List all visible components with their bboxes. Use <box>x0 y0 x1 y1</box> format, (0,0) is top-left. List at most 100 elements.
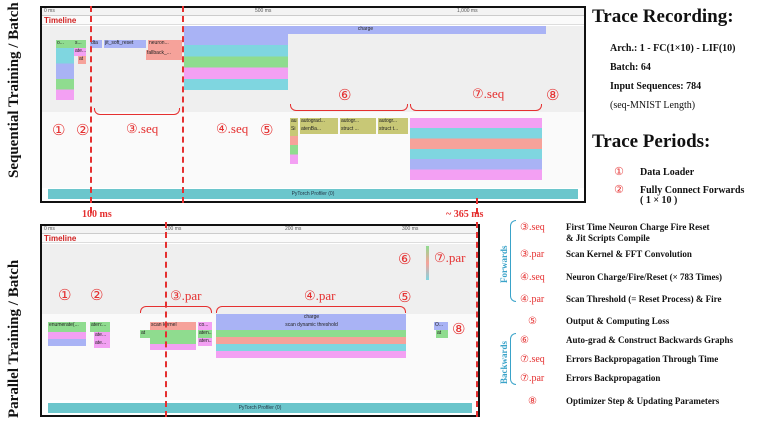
legend-3seq-t: First Time Neuron Charge Fire Reset <box>566 222 710 232</box>
legend-3par-n: ③.par <box>520 249 545 260</box>
dash-top-right <box>182 6 184 203</box>
block-charge[interactable]: charge <box>184 26 546 34</box>
label-100ms: 100 ms <box>82 209 112 220</box>
legend-7par-n: ⑦.par <box>520 373 545 384</box>
block-enumerate-stack[interactable] <box>48 332 86 346</box>
period-1-text: Data Loader <box>640 167 695 178</box>
block-at-par[interactable]: at <box>140 330 196 338</box>
sequential-trace-panel: 0 ms 500 ms 1,000 ms Timeline o... s... … <box>40 6 586 203</box>
label-365ms: ~ 365 ms <box>446 209 484 220</box>
legend-4seq-t: Neuron Charge/Fire/Reset (× 783 Times) <box>566 272 722 282</box>
marker-8: ⑧ <box>546 86 560 104</box>
brace-3par <box>140 306 212 313</box>
timeline-title-bottom: Timeline <box>44 234 77 243</box>
block-backward-small[interactable] <box>290 136 298 164</box>
block-enumerate[interactable]: enumerate(... <box>48 322 86 332</box>
arch-text: Arch.: 1 - FC(1×10) - LIF(10) <box>610 43 736 54</box>
timeline-bar-bottom <box>42 234 478 243</box>
block-stack-1[interactable] <box>56 48 74 100</box>
marker-3seq: ③.seq <box>126 121 159 136</box>
brace-3seq <box>94 108 180 115</box>
timeline-bar <box>42 16 584 25</box>
legend-5-n: ⑤ <box>528 316 537 327</box>
block-ate[interactable]: ate... <box>74 48 86 56</box>
time-ruler: 0 ms 500 ms 1,000 ms <box>42 8 584 16</box>
block-at[interactable]: at <box>78 56 86 64</box>
block-co[interactable]: co... <box>198 322 212 330</box>
dash-365ms-bottom <box>476 222 478 417</box>
block-neuron[interactable]: neuron... <box>148 40 182 50</box>
block-aten-3[interactable]: aten... <box>198 338 212 346</box>
marker-2: ② <box>76 121 90 139</box>
block-si[interactable]: Si <box>290 126 298 136</box>
block-aten[interactable]: aten:... <box>90 322 110 332</box>
block-autograd-2[interactable]: autogr... <box>340 118 376 126</box>
block-fallback[interactable]: fallback_... <box>146 50 182 60</box>
block-ate-2[interactable]: ate... <box>94 340 110 348</box>
brace-4par <box>216 306 406 313</box>
block-ate-1[interactable]: ate... <box>94 332 110 340</box>
legend-3seq-n: ③.seq <box>520 222 545 233</box>
marker-7seq: ⑦.seq <box>472 86 505 101</box>
legend-4par-n: ④.par <box>520 294 545 305</box>
block-scan-stack[interactable] <box>150 338 196 350</box>
marker-5: ⑤ <box>260 121 274 139</box>
trace-recording-title: Trace Recording: <box>592 6 734 27</box>
block-s[interactable]: s... <box>74 40 86 48</box>
block-charge-bottom[interactable]: charge <box>216 314 406 322</box>
legend-3par-t: Scan Kernel & FFT Convolution <box>566 249 692 259</box>
input-text: Input Sequences: 784 <box>610 81 702 92</box>
block-o-bottom[interactable]: O... <box>434 322 448 330</box>
block-atenba[interactable]: atenBa... <box>300 126 338 134</box>
bottom-marker-5: ⑤ <box>398 288 412 306</box>
parallel-label: Parallel Training / Batch <box>6 259 22 418</box>
legend-7par-t: Errors Backpropagation <box>566 373 661 383</box>
bottom-marker-4par: ④.par <box>304 288 336 303</box>
forwards-label: Forwards <box>499 245 509 284</box>
bottom-marker-1: ① <box>58 286 72 304</box>
block-o[interactable]: o... <box>56 40 74 48</box>
bottom-marker-7par: ⑦.par <box>434 250 466 265</box>
block-at-bottom[interactable]: at <box>436 330 448 338</box>
block-scan-threshold[interactable]: scan dynamic threshold <box>216 322 406 330</box>
legend-8-n: ⑧ <box>528 396 537 407</box>
block-struct-2[interactable]: struct t... <box>378 126 408 134</box>
block-aten-2[interactable]: aten... <box>198 330 212 338</box>
block-jit[interactable]: jit_soft_reset <box>104 40 146 48</box>
batch-text: Batch: 64 <box>610 62 651 73</box>
backwards-brace <box>510 333 516 385</box>
seq-text: (seq-MNIST Length) <box>610 100 696 111</box>
profiler-bar: PyTorch Profiler (0) <box>48 189 578 199</box>
marker-1: ① <box>52 121 66 139</box>
block-dta[interactable]: dta <box>90 40 102 48</box>
marker-6: ⑥ <box>338 86 352 104</box>
brace-6 <box>290 104 408 111</box>
parallel-trace-panel: 0 ms 100 ms 200 ms 300 ms Timeline enume… <box>40 224 480 417</box>
block-bp-par[interactable] <box>426 246 429 280</box>
brace-7seq <box>410 104 542 111</box>
dash-365ms-top <box>476 198 478 214</box>
period-2-text2: ( 1 × 10 ) <box>640 195 678 206</box>
period-2-number: ② <box>614 183 624 196</box>
block-bptt-stack[interactable] <box>410 118 542 180</box>
legend-4par-t: Scan Threshold (= Reset Process) & Fire <box>566 294 722 304</box>
period-1-number: ① <box>614 165 624 178</box>
period-2-text: Fully Connect Forwards <box>640 185 745 196</box>
legend-6-n: ⑥ <box>520 335 529 346</box>
bottom-marker-2: ② <box>90 286 104 304</box>
legend-6-t: Auto-grad & Construct Backwards Graphs <box>566 335 734 345</box>
legend-5-t: Output & Computing Loss <box>566 316 670 326</box>
block-au[interactable]: au <box>290 118 298 126</box>
bottom-marker-8: ⑧ <box>452 320 466 338</box>
legend-7seq-t: Errors Backpropagation Through Time <box>566 354 719 364</box>
block-threshold-stack[interactable] <box>216 330 406 358</box>
block-struct-1[interactable]: struct ... <box>340 126 376 134</box>
lane-bottom-forward <box>42 244 478 314</box>
block-autograd-3[interactable]: autogr... <box>378 118 408 126</box>
sequential-label: Sequential Training / Batch <box>6 2 22 178</box>
block-autograd-1[interactable]: autograd... <box>300 118 338 126</box>
forwards-brace <box>510 220 516 302</box>
block-charge-stack[interactable] <box>184 34 288 90</box>
bottom-marker-6: ⑥ <box>398 250 412 268</box>
block-scan-kernel[interactable]: scan kernel <box>150 322 196 330</box>
